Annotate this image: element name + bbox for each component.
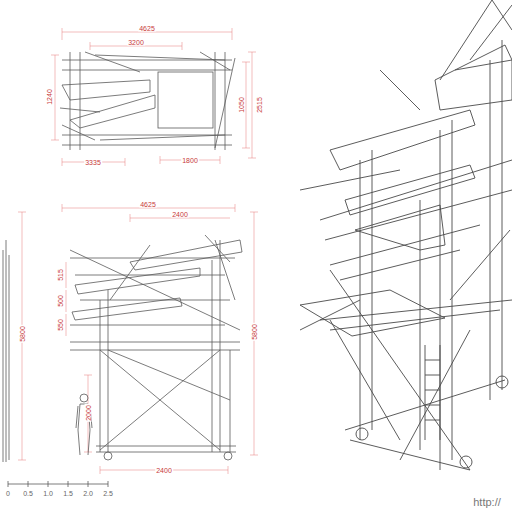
scale-number: 2.5: [102, 490, 114, 497]
dimension-text: 550: [57, 318, 64, 332]
axonometric-view: [300, 0, 512, 470]
scale-number: 1.0: [42, 490, 54, 497]
person-figure: [76, 394, 92, 455]
wheel: [224, 452, 232, 460]
scale-bar-line: [8, 481, 108, 487]
axo-ladder: [425, 345, 440, 440]
dimension-line: [51, 28, 256, 166]
elevation-brace: [70, 235, 240, 450]
elevation-plank: [72, 240, 242, 320]
watermark: http://: [472, 497, 502, 508]
dimension-text: 5800: [251, 323, 258, 341]
dimension-lines: [18, 28, 258, 474]
axo-ridge: [440, 0, 512, 80]
plan-frame: [62, 52, 232, 150]
side-elevation: [3, 235, 242, 462]
scale-bar: [8, 481, 108, 487]
dimension-text: 2400: [171, 211, 189, 218]
dimension-text: 1240: [46, 88, 53, 106]
scale-number: 1.5: [62, 490, 74, 497]
dimension-text: 1050: [238, 96, 245, 114]
plan-brace: [85, 52, 235, 148]
wheel: [104, 452, 112, 460]
dimension-text: 2000: [85, 404, 92, 422]
dimension-line: [18, 204, 258, 474]
dimension-text: 1800: [181, 157, 199, 164]
plan-view: [60, 52, 235, 150]
dimension-text: 500: [57, 294, 64, 308]
scale-number: 2.0: [82, 490, 94, 497]
wheel: [356, 428, 368, 440]
axo-plank: [330, 45, 512, 250]
axo-platform: [300, 290, 445, 336]
dimension-text: 515: [57, 268, 64, 282]
plan-plank: [60, 80, 155, 140]
dimension-text: 2400: [155, 467, 173, 474]
dimension-text: 5800: [19, 325, 26, 343]
dimension-text: 2515: [256, 96, 263, 114]
axo-brace: [300, 230, 510, 470]
dimension-text: 4625: [138, 25, 156, 32]
scale-number: 0.5: [22, 490, 34, 497]
wheel: [460, 456, 472, 468]
axo-tube: [300, 70, 512, 470]
wheel: [496, 376, 508, 388]
scale-number: 0: [5, 490, 11, 497]
dimension-text: 3335: [84, 159, 102, 166]
plan-platform: [158, 72, 213, 128]
elevation-post: [3, 240, 230, 462]
dimension-text: 4625: [139, 201, 157, 208]
dimension-text: 3200: [127, 39, 145, 46]
